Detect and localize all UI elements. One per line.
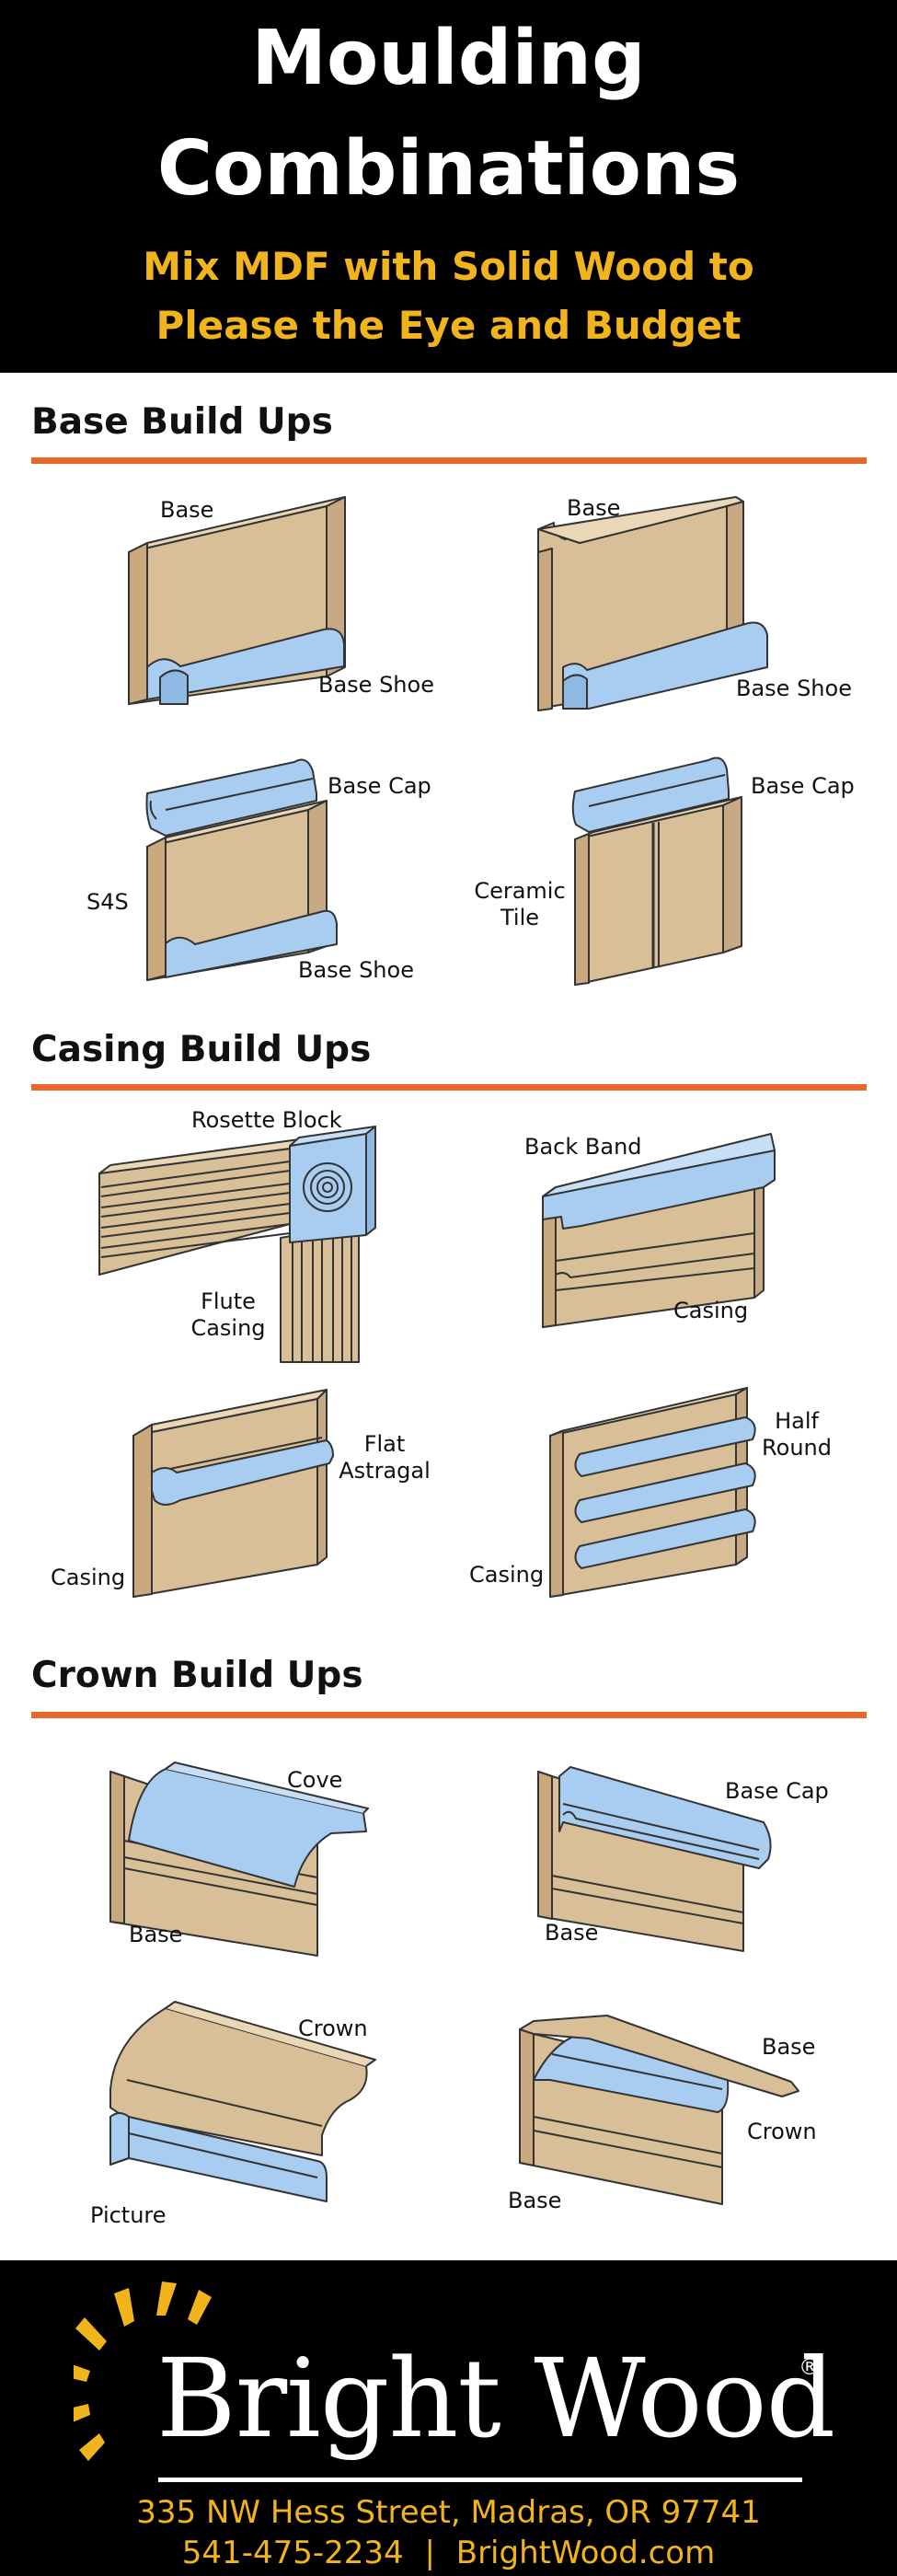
crown-buildup-3-illustration bbox=[109, 2001, 376, 2202]
crown-buildup-4-illustration bbox=[519, 2015, 799, 2205]
label-base-4-tile-line-2: Tile bbox=[500, 905, 540, 930]
base-buildup-2-illustration bbox=[537, 496, 768, 711]
label-base-3-shoe: Base Shoe bbox=[298, 957, 414, 983]
label-base-4-tile-line-1: Ceramic bbox=[474, 878, 566, 904]
label-casing-1-flute-line-2: Casing bbox=[190, 1315, 266, 1341]
section-heading-crown: Crown Build Ups bbox=[31, 1655, 363, 1696]
base-buildup-1-illustration bbox=[128, 496, 346, 705]
moulding-illustrations bbox=[98, 496, 799, 2205]
label-casing-4-half-line-1: Half bbox=[775, 1408, 819, 1434]
casing-buildup-2-illustration bbox=[542, 1133, 776, 1328]
section-divider-casing bbox=[31, 1084, 867, 1091]
label-base-4-cap: Base Cap bbox=[751, 773, 855, 799]
casing-buildup-1-illustration bbox=[98, 1126, 376, 1363]
footer-address: 335 NW Hess Street, Madras, OR 97741 bbox=[136, 2494, 761, 2531]
sunburst-logo-icon bbox=[74, 2281, 212, 2461]
label-base-1-base: Base bbox=[160, 497, 214, 523]
label-base-2-shoe: Base Shoe bbox=[736, 676, 852, 701]
label-casing-1-flute-line-1: Flute bbox=[201, 1288, 256, 1314]
header-banner: Moulding Combinations Mix MDF with Solid… bbox=[0, 0, 897, 373]
label-crown-2-base: Base bbox=[545, 1920, 599, 1946]
page-title-line-1: Moulding bbox=[251, 15, 646, 102]
page-subtitle-line-1: Mix MDF with Solid Wood to bbox=[143, 244, 754, 289]
label-crown-4-base-top: Base bbox=[762, 2034, 816, 2060]
label-base-3-s4s: S4S bbox=[86, 889, 129, 915]
label-crown-1-base: Base bbox=[129, 1922, 183, 1947]
brand-wordmark: Bright Wood bbox=[156, 2335, 835, 2462]
section-heading-casing: Casing Build Ups bbox=[31, 1029, 372, 1070]
brand-underline bbox=[158, 2478, 802, 2482]
section-divider-base bbox=[31, 457, 867, 464]
footer-website-link[interactable]: BrightWood.com bbox=[455, 2535, 716, 2571]
label-casing-3-astragal-line-2: Astragal bbox=[339, 1458, 431, 1484]
crown-buildup-2-illustration bbox=[537, 1766, 772, 1952]
page-subtitle-line-2: Please the Eye and Budget bbox=[155, 303, 742, 348]
casing-buildup-4-illustration bbox=[549, 1387, 756, 1598]
section-heading-base: Base Build Ups bbox=[31, 401, 333, 443]
label-casing-4-half-line-2: Round bbox=[762, 1435, 832, 1461]
label-crown-2-cap: Base Cap bbox=[725, 1778, 829, 1804]
registered-mark: ® bbox=[799, 2354, 821, 2380]
label-crown-3-picture: Picture bbox=[90, 2202, 167, 2228]
label-casing-3-casing: Casing bbox=[51, 1565, 126, 1590]
casing-buildup-3-illustration bbox=[132, 1389, 334, 1598]
label-crown-3-crown: Crown bbox=[298, 2016, 368, 2041]
label-base-1-shoe: Base Shoe bbox=[318, 672, 434, 698]
label-crown-1-cove: Cove bbox=[287, 1767, 343, 1793]
label-crown-4-crown: Crown bbox=[747, 2119, 817, 2144]
label-casing-1-rosette: Rosette Block bbox=[191, 1107, 342, 1133]
page-title-line-2: Combinations bbox=[156, 125, 741, 213]
footer-separator: | bbox=[424, 2535, 435, 2571]
label-crown-4-base-bottom: Base bbox=[508, 2188, 562, 2213]
base-buildup-4-illustration bbox=[571, 757, 742, 986]
crown-buildup-1-illustration bbox=[109, 1762, 369, 1957]
label-base-3-cap: Base Cap bbox=[328, 773, 431, 799]
label-base-2-base: Base bbox=[567, 495, 621, 521]
section-divider-crown bbox=[31, 1712, 867, 1718]
label-casing-2-casing: Casing bbox=[673, 1298, 749, 1323]
footer-contact-line: 541-475-2234 | BrightWood.com bbox=[0, 2535, 897, 2571]
base-buildup-3-illustration bbox=[145, 758, 338, 981]
footer: Bright Wood ® 335 NW Hess Street, Madras… bbox=[0, 2260, 897, 2576]
label-casing-2-band: Back Band bbox=[524, 1134, 642, 1160]
label-casing-4-casing: Casing bbox=[469, 1562, 545, 1588]
label-casing-3-astragal-line-1: Flat bbox=[363, 1431, 406, 1457]
footer-phone[interactable]: 541-475-2234 bbox=[181, 2535, 404, 2571]
